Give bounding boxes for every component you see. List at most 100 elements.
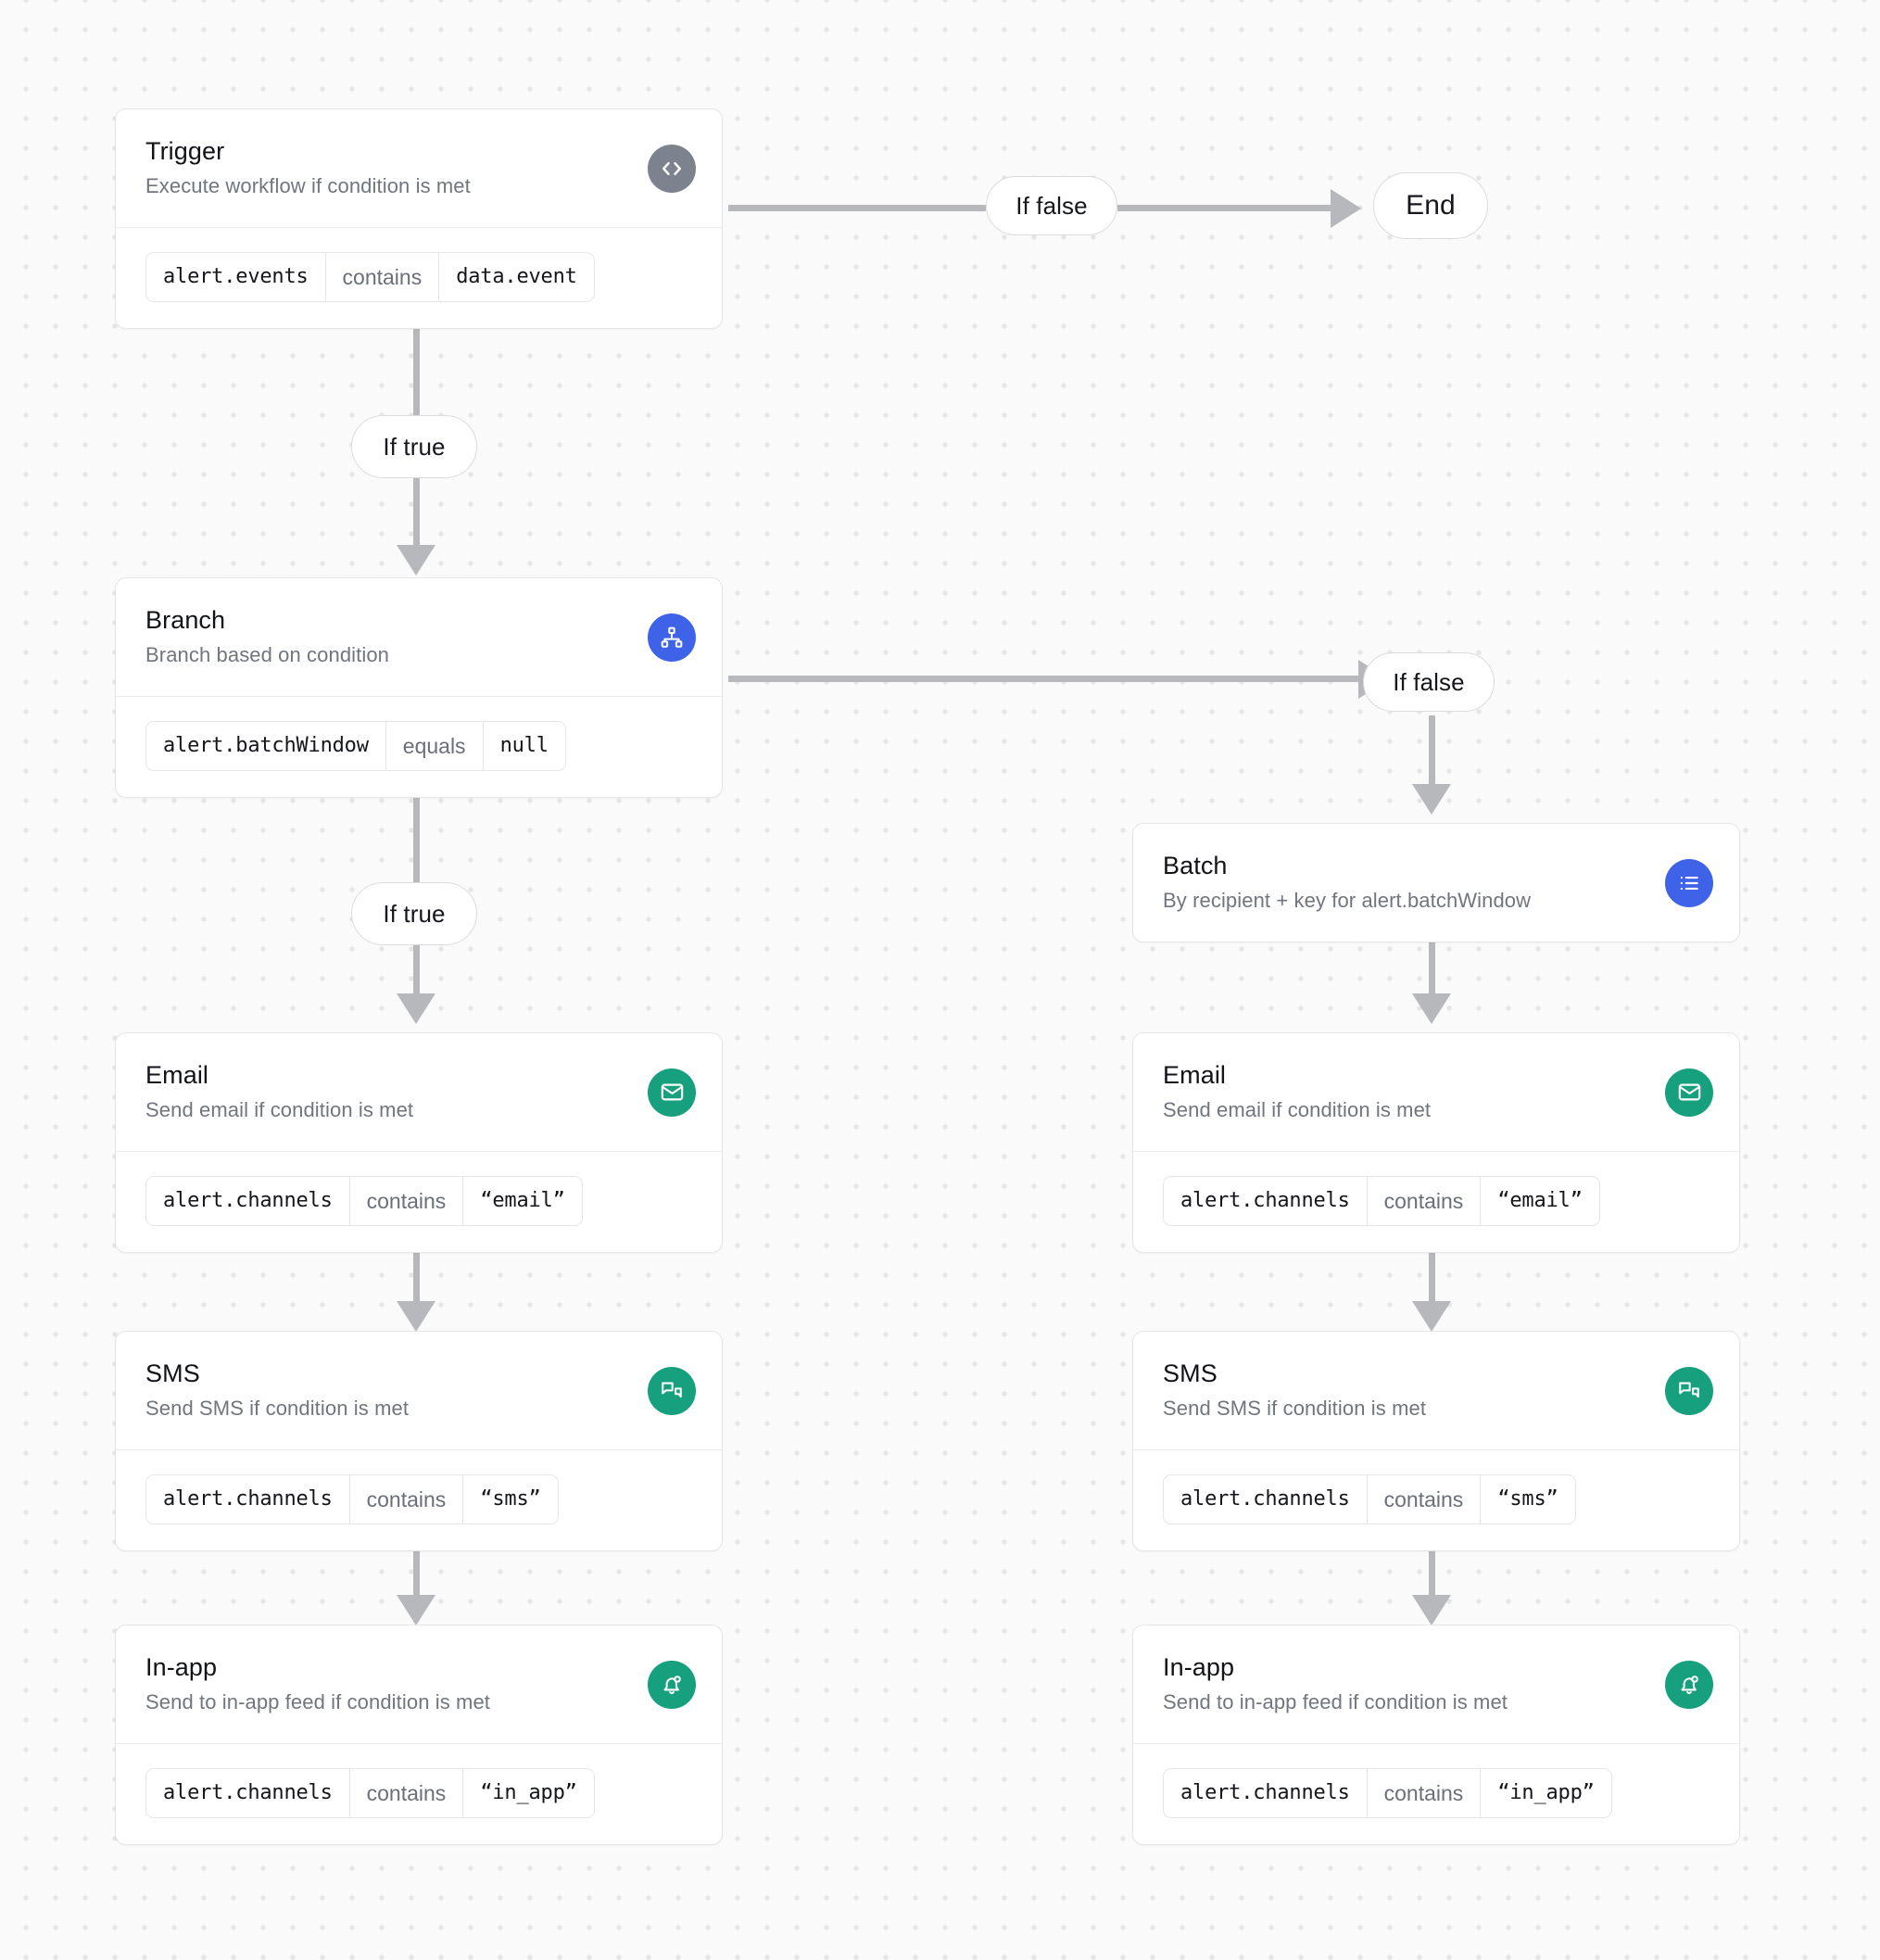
edge-iftrue-to-branch-arrowhead — [397, 545, 435, 575]
node-email-left[interactable]: Email Send email if condition is met ale… — [115, 1032, 723, 1253]
node-inapp-left-condition: alert.channels contains “in_app” — [116, 1743, 722, 1844]
node-sms-left[interactable]: SMS Send SMS if condition is met alert.c… — [115, 1331, 723, 1551]
condition-row[interactable]: alert.channels contains “sms” — [1163, 1474, 1576, 1524]
node-email-right[interactable]: Email Send email if condition is met ale… — [1132, 1032, 1740, 1253]
node-inapp-right[interactable]: In-app Send to in-app feed if condition … — [1132, 1625, 1740, 1845]
node-inapp-left-header: In-app Send to in-app feed if condition … — [116, 1625, 722, 1743]
node-email-left-header: Email Send email if condition is met — [116, 1033, 722, 1151]
condition-operator: contains — [1366, 1769, 1482, 1817]
condition-field: alert.events — [163, 265, 309, 288]
node-email-right-condition: alert.channels contains “email” — [1133, 1151, 1739, 1252]
condition-row[interactable]: alert.channels contains “email” — [1163, 1176, 1600, 1226]
condition-row[interactable]: alert.channels contains “sms” — [145, 1474, 559, 1524]
edge-trigger-to-iffalse — [728, 205, 986, 211]
condition-row[interactable]: alert.channels contains “in_app” — [1163, 1768, 1612, 1818]
condition-row[interactable]: alert.batchWindow equals null — [145, 721, 566, 771]
node-batch-header: Batch By recipient + key for alert.batch… — [1133, 824, 1739, 942]
edge-iftrue-to-email-left — [413, 943, 420, 1001]
node-subtitle: Send SMS if condition is met — [1163, 1397, 1427, 1420]
condition-operator: contains — [1366, 1177, 1482, 1225]
condition-field: alert.channels — [1180, 1189, 1350, 1212]
pill-branch-if-true[interactable]: If true — [351, 882, 477, 945]
condition-row[interactable]: alert.events contains data.event — [145, 252, 595, 302]
node-inapp-right-header: In-app Send to in-app feed if condition … — [1133, 1625, 1739, 1743]
node-sms-left-header: SMS Send SMS if condition is met — [116, 1332, 722, 1449]
node-sms-right[interactable]: SMS Send SMS if condition is met alert.c… — [1132, 1331, 1740, 1551]
condition-operator: contains — [348, 1769, 464, 1817]
node-title: SMS — [1163, 1359, 1218, 1387]
node-branch[interactable]: Branch Branch based on condition alert.b… — [115, 577, 723, 798]
condition-operator: equals — [385, 722, 484, 770]
node-title: Trigger — [145, 137, 225, 165]
edge-trigger-to-iftrue — [413, 313, 420, 415]
edge-sms-to-inapp-left — [413, 1543, 420, 1600]
list-icon — [1665, 858, 1713, 907]
node-inapp-right-condition: alert.channels contains “in_app” — [1133, 1743, 1739, 1844]
pill-branch-if-false[interactable]: If false — [1363, 652, 1495, 712]
node-email-left-condition: alert.channels contains “email” — [116, 1151, 722, 1252]
pill-label: If true — [383, 899, 446, 928]
edge-iffalse-to-end — [1117, 205, 1331, 211]
condition-field: alert.channels — [163, 1487, 333, 1511]
condition-value: data.event — [456, 265, 577, 288]
edge-batch-to-email-right — [1429, 942, 1435, 999]
envelope-icon — [648, 1068, 696, 1117]
condition-field: alert.batchWindow — [163, 734, 369, 757]
edge-iffalse-to-batch — [1429, 715, 1435, 790]
node-subtitle: Send to in-app feed if condition is met — [145, 1690, 491, 1713]
condition-value: “email” — [1497, 1189, 1583, 1212]
pill-end[interactable]: End — [1373, 172, 1488, 239]
edge-batch-to-email-right-arrowhead — [1412, 993, 1451, 1024]
node-title: Email — [1163, 1061, 1227, 1089]
node-title: In-app — [145, 1653, 218, 1681]
node-sms-right-condition: alert.channels contains “sms” — [1133, 1449, 1739, 1550]
node-email-right-header: Email Send email if condition is met — [1133, 1033, 1739, 1151]
node-batch[interactable]: Batch By recipient + key for alert.batch… — [1132, 823, 1740, 942]
edge-sms-to-inapp-right — [1429, 1543, 1435, 1600]
chat-bubbles-icon — [648, 1366, 696, 1415]
condition-operator: contains — [324, 253, 440, 301]
bell-dot-icon — [1665, 1660, 1713, 1709]
condition-row[interactable]: alert.channels contains “in_app” — [145, 1768, 595, 1818]
node-subtitle: Branch based on condition — [145, 643, 390, 666]
node-title: SMS — [145, 1359, 200, 1387]
edge-email-to-sms-left — [413, 1249, 420, 1307]
node-title: Email — [145, 1061, 209, 1089]
condition-value: “sms” — [480, 1487, 541, 1511]
pill-trigger-if-true[interactable]: If true — [351, 415, 477, 478]
bell-dot-icon — [648, 1660, 696, 1709]
node-branch-condition: alert.batchWindow equals null — [116, 696, 722, 797]
node-subtitle: By recipient + key for alert.batchWindow — [1163, 889, 1532, 912]
condition-field: alert.channels — [163, 1189, 333, 1212]
pill-label: If false — [1393, 667, 1465, 696]
node-inapp-left[interactable]: In-app Send to in-app feed if condition … — [115, 1625, 723, 1845]
condition-operator: contains — [348, 1475, 464, 1524]
node-subtitle: Send email if condition is met — [145, 1098, 414, 1121]
node-trigger-header: Trigger Execute workflow if condition is… — [116, 109, 722, 227]
condition-row[interactable]: alert.channels contains “email” — [145, 1176, 583, 1226]
node-sms-left-condition: alert.channels contains “sms” — [116, 1449, 722, 1550]
edge-sms-to-inapp-left-arrowhead — [397, 1595, 435, 1625]
edge-branch-to-iftrue — [413, 780, 420, 884]
node-trigger[interactable]: Trigger Execute workflow if condition is… — [115, 108, 723, 329]
node-title: Batch — [1163, 852, 1228, 879]
sitemap-icon — [648, 613, 696, 662]
condition-field: alert.channels — [1180, 1781, 1350, 1804]
node-title: In-app — [1163, 1653, 1235, 1681]
condition-field: alert.channels — [1180, 1487, 1350, 1511]
pill-label: End — [1406, 190, 1456, 221]
edge-email-to-sms-left-arrowhead — [397, 1301, 435, 1332]
edge-iftrue-to-branch — [413, 478, 420, 550]
node-subtitle: Send SMS if condition is met — [145, 1397, 410, 1420]
condition-value: null — [499, 734, 549, 757]
condition-operator: contains — [348, 1177, 464, 1225]
edge-iffalse-to-batch-arrowhead — [1412, 784, 1451, 815]
node-subtitle: Send email if condition is met — [1163, 1098, 1432, 1121]
chat-bubbles-icon — [1665, 1366, 1713, 1415]
edge-iffalse-to-end-arrowhead — [1331, 189, 1361, 228]
edge-branch-to-iffalse — [728, 676, 1358, 682]
condition-value: “email” — [480, 1189, 565, 1212]
pill-trigger-if-false[interactable]: If false — [986, 176, 1117, 235]
condition-value: “in_app” — [1497, 1781, 1595, 1804]
